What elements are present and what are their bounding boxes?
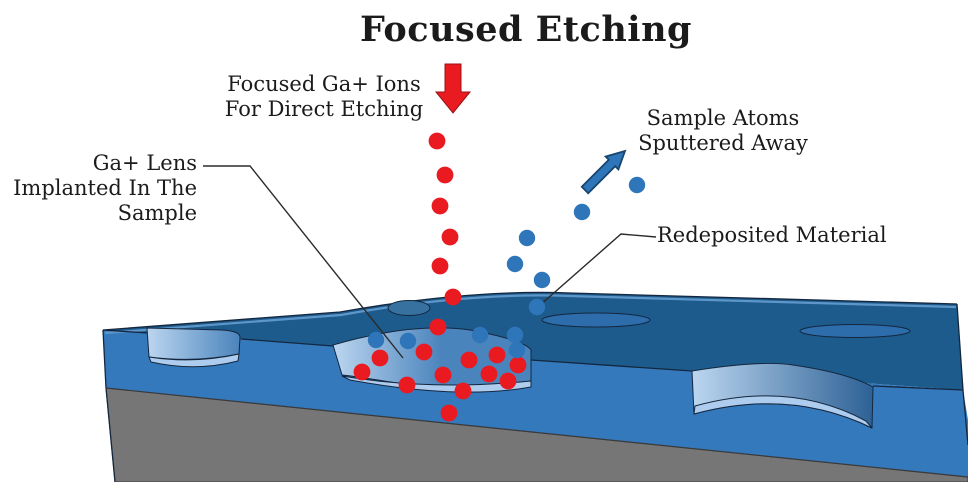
ga-ion-dot [454, 382, 472, 400]
ga-ion-dot [488, 346, 506, 364]
front-edge-outline [102, 329, 964, 391]
ga-ion-dot [353, 363, 371, 381]
ga-ion-dot [440, 404, 458, 422]
sputtered-atom-dot [628, 176, 646, 194]
ga-ion-dot [371, 349, 389, 367]
diagram-title: Focused Etching [360, 9, 692, 50]
sputtered-atom-dot [506, 326, 524, 344]
pit-left-floor [148, 353, 240, 368]
ga-ion-dot [429, 318, 447, 336]
sputtered-atom-dots [367, 176, 646, 359]
sputtered-atom-dot [518, 229, 536, 247]
sputtered-atom-dot [399, 332, 417, 350]
sample-block [102, 291, 968, 482]
back-edge-outline [102, 291, 958, 331]
label-sample-atoms-sputtered: Sample Atoms Sputtered Away [638, 106, 808, 155]
label-redeposited-material: Redeposited Material [657, 223, 887, 247]
pit-left-wall [146, 327, 241, 360]
sputtered-atom-dot [471, 326, 489, 344]
surface-depression-ellipse [541, 312, 651, 328]
back-rim-highlight [104, 294, 957, 335]
ga-ion-dot [415, 343, 433, 361]
etched-pit-left [146, 327, 241, 368]
ga-ion-dot [499, 372, 517, 390]
pit-right-floor [693, 395, 873, 429]
sputtered-atom-dot [508, 341, 526, 359]
ga-ion-dot [441, 228, 459, 246]
label-ga-lens-implanted: Ga+ Lens Implanted In The Sample [13, 151, 197, 225]
sputtered-atom-dot [533, 271, 551, 289]
redeposited-label-leader-line [538, 233, 657, 307]
ga-ion-dot [460, 351, 478, 369]
ga-ion-dot [398, 376, 416, 394]
sputtered-atom-dot [528, 298, 546, 316]
ga-ion-dot [428, 132, 446, 150]
ga-ion-beam-dots [353, 132, 527, 422]
ga-ion-dot [434, 366, 452, 384]
blue-up-arrow-icon [580, 149, 627, 195]
ga-ion-dot [436, 166, 454, 184]
sputtered-atom-dot [367, 331, 385, 349]
etched-pit-right [691, 362, 874, 429]
ga-ion-dot [509, 356, 527, 374]
ga-ion-dot [431, 257, 449, 275]
sputtered-atom-dot [573, 203, 591, 221]
ga-ion-dot [480, 365, 498, 383]
substrate-top-outline [105, 387, 968, 478]
label-focused-ions: Focused Ga+ Ions For Direct Etching [224, 72, 424, 121]
sputtered-atom-dot [506, 255, 524, 273]
ga-ion-dot [444, 288, 462, 306]
red-down-arrow-icon [434, 63, 472, 114]
sample-front-face [103, 330, 968, 477]
surface-depression-ellipse [799, 324, 911, 338]
lens-label-leader-line [203, 165, 404, 359]
back-edge-notch [387, 300, 431, 316]
ga-ion-dot [431, 197, 449, 215]
